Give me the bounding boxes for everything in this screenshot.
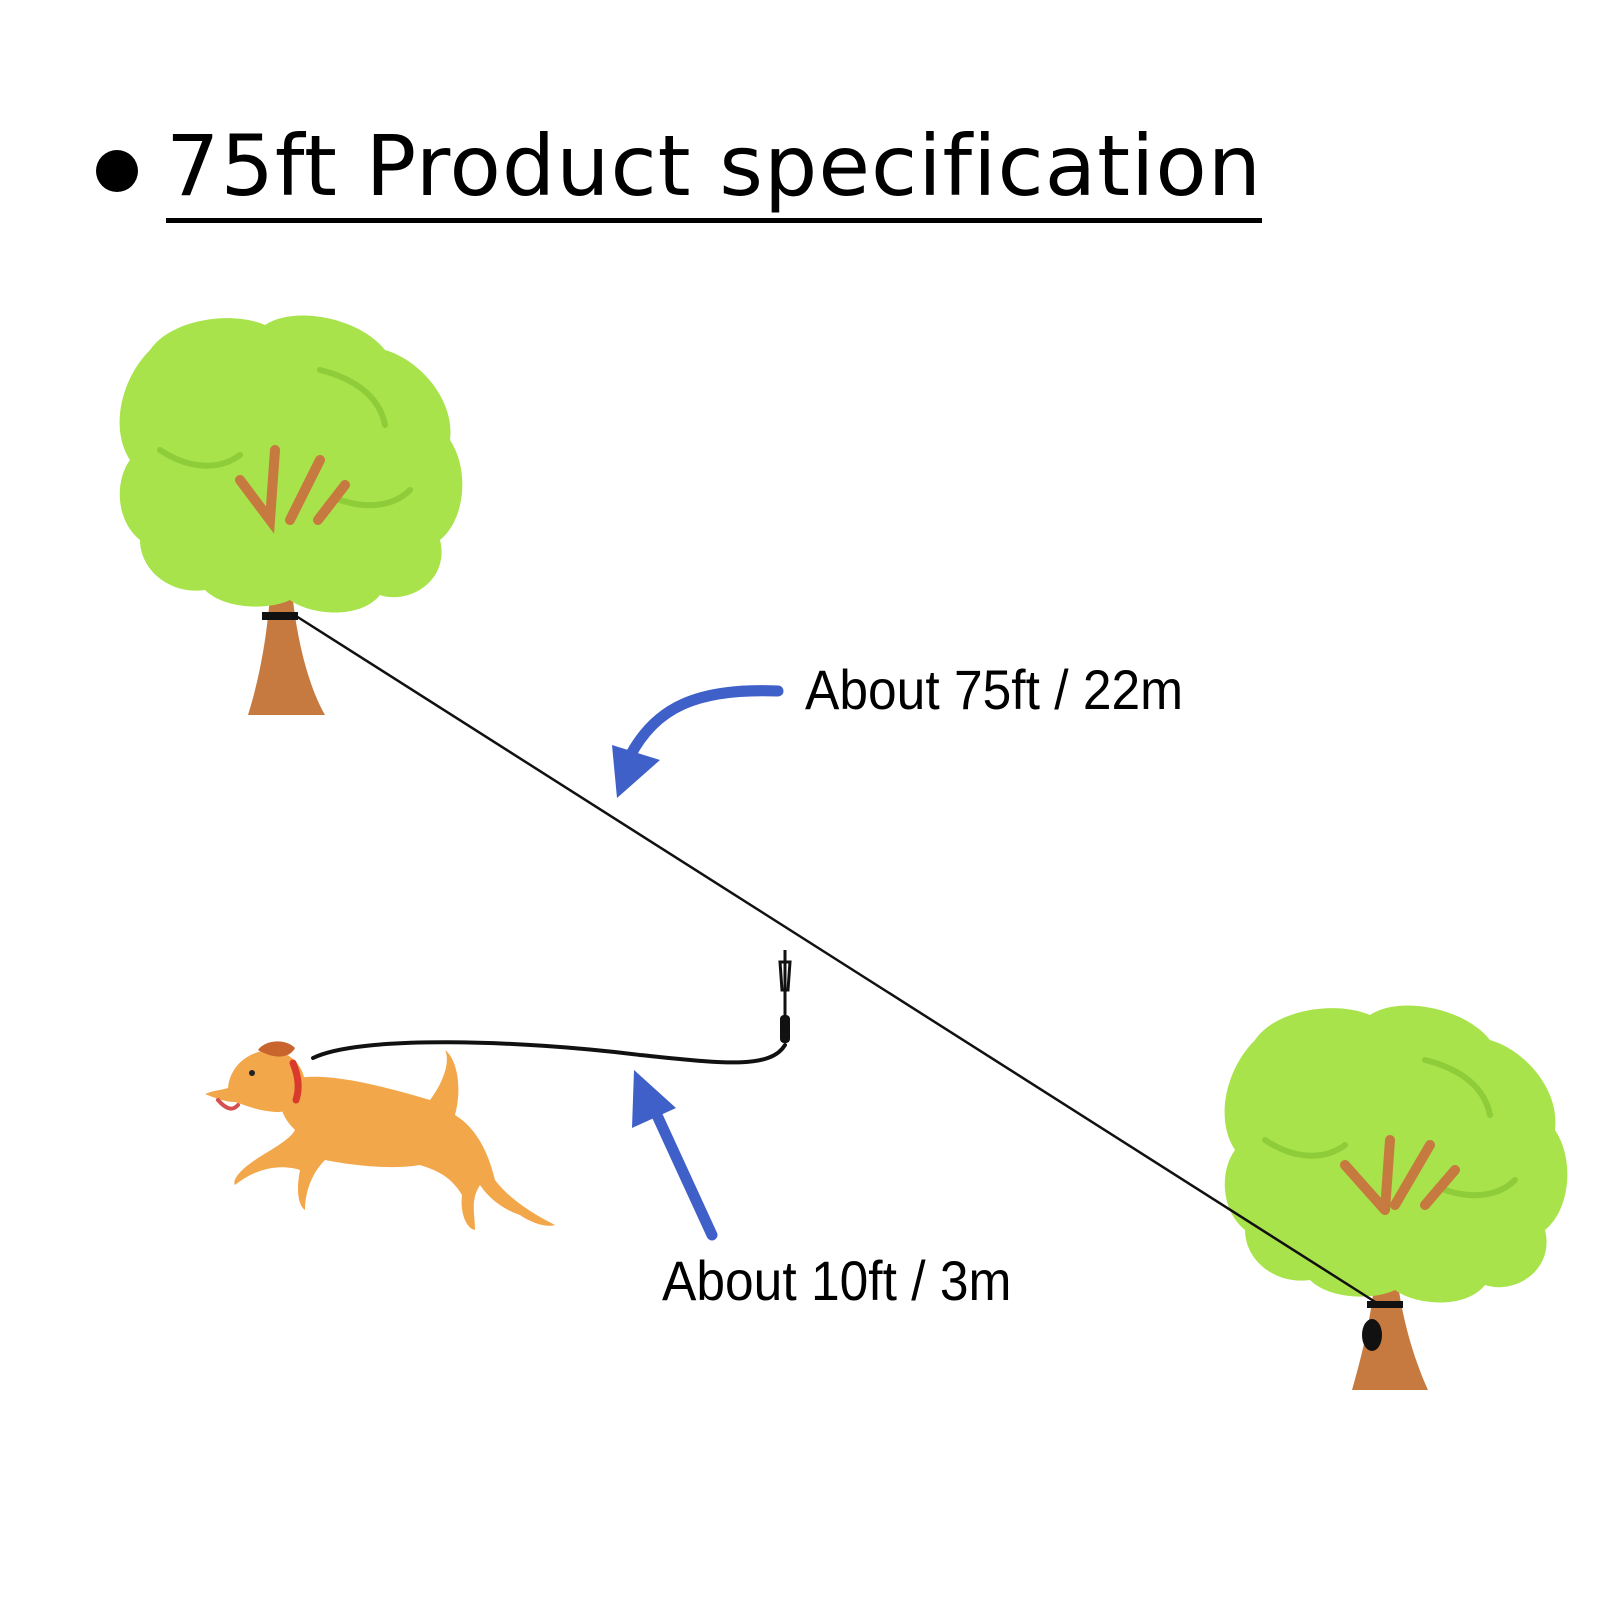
trolley-leash-icon [311,950,792,1065]
short-leash-length-label: About 10ft / 3m [662,1249,1012,1312]
tree-strap-left [262,612,298,620]
main-line-length-label: About 75ft / 22m [805,658,1184,721]
tie-out-handle-icon [1362,1319,1382,1351]
curved-arrow-icon [612,685,784,798]
dog-collar-icon [289,1059,302,1104]
running-dog-icon [205,1041,555,1230]
bullet-icon [96,149,138,192]
title-row: 75ft Product specification [96,118,1263,223]
tie-out-cable-line [295,614,1381,1307]
tree-strap-right [1367,1301,1403,1308]
tree-left-icon [119,315,463,715]
tree-right-icon [1224,1005,1568,1390]
straight-arrow-icon [632,1070,718,1241]
page-title: 75ft Product specification [166,118,1263,223]
